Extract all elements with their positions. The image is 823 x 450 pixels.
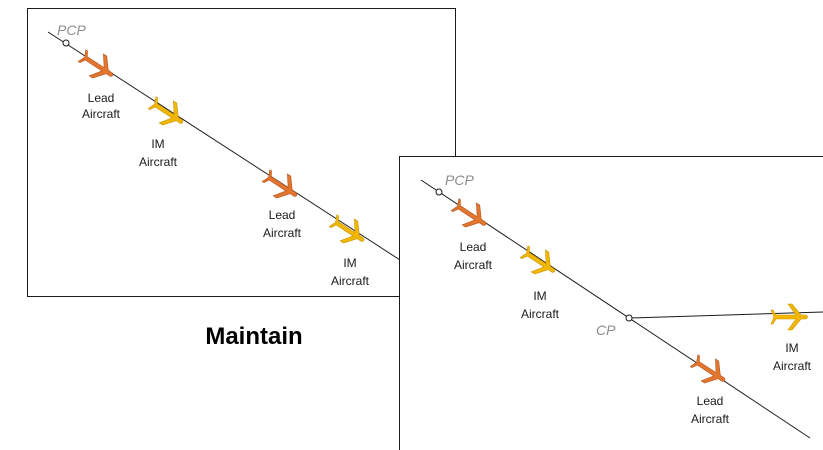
maintain-lead-label-1: Lead [88, 91, 115, 105]
maintain-title: Maintain [205, 323, 302, 350]
maintain-im-aircraft-1: IM Aircraft [139, 91, 191, 169]
capture-cp-label: CP [596, 322, 616, 338]
capture-pcp-label: PCP [445, 172, 474, 188]
capture-im-aircraft-2: IM Aircraft [770, 303, 812, 373]
capture-lead-label-1: Lead [460, 240, 487, 254]
capture-im-label-2b: Aircraft [773, 359, 812, 373]
capture-im-label-1: IM [533, 289, 546, 303]
maintain-im-label-1: IM [151, 137, 164, 151]
maintain-panel: PCP Lead Aircraft IM Aircraft Lead Aircr… [27, 8, 456, 297]
maintain-im-label-1b: Aircraft [139, 155, 178, 169]
maintain-im-aircraft-2: IM Aircraft [325, 209, 372, 288]
capture-lead-label-2: Lead [697, 394, 724, 408]
capture-panel-background [399, 156, 823, 450]
capture-im-label-2: IM [785, 341, 798, 355]
capture-lead-label-2b: Aircraft [691, 412, 730, 426]
capture-branch-line [628, 311, 823, 319]
capture-lead-aircraft-2: Lead Aircraft [686, 349, 733, 426]
capture-im-aircraft-1: IM Aircraft [516, 240, 563, 321]
maintain-lead-label-1b: Aircraft [82, 107, 121, 121]
capture-cp-point [625, 314, 633, 322]
capture-panel: PCP CP Lead Aircraft IM Aircraft Lead Ai… [399, 156, 823, 450]
maintain-im-label-2: IM [343, 256, 356, 270]
capture-pcp-point [435, 188, 443, 196]
maintain-pcp-point [62, 39, 70, 47]
maintain-pcp-label: PCP [57, 22, 86, 38]
maintain-lead-aircraft-1: Lead Aircraft [74, 44, 121, 121]
capture-lead-aircraft-1: Lead Aircraft [447, 193, 494, 272]
capture-lead-label-1b: Aircraft [454, 258, 493, 272]
maintain-panel-frame [27, 8, 456, 297]
capture-panel-frame [399, 156, 823, 450]
capture-im-label-1b: Aircraft [521, 307, 560, 321]
maintain-lead-label-2b: Aircraft [263, 226, 302, 240]
maintain-lead-aircraft-2: Lead Aircraft [258, 164, 305, 240]
maintain-im-label-2b: Aircraft [331, 274, 370, 288]
maintain-lead-label-2: Lead [269, 208, 296, 222]
